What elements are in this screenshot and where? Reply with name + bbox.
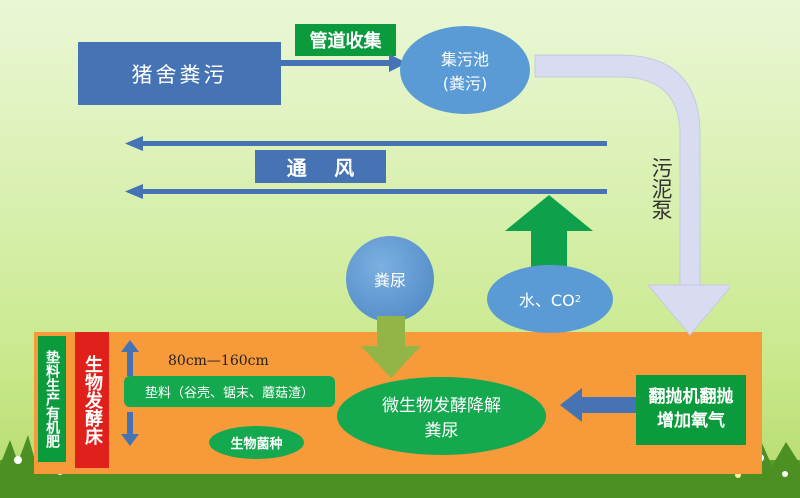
sewage-pool-circle: 集污池 (粪污) bbox=[400, 26, 530, 114]
microbe-decompose-text: 微生物发酵降解 bbox=[382, 396, 501, 416]
pipe-collect-text: 管道收集 bbox=[309, 31, 382, 52]
sludge-pump-arrow bbox=[534, 54, 730, 336]
manure-label: 粪尿 bbox=[373, 271, 406, 290]
turner-text: 翻抛机翻抛 bbox=[648, 387, 734, 408]
pigsty-to-pool-arrow bbox=[281, 54, 407, 72]
pigsty-box: 猪舍粪污 bbox=[78, 42, 281, 105]
ventilation-arrows bbox=[125, 136, 607, 199]
pipe-collect-label: 管道收集 bbox=[295, 24, 396, 56]
bedding-material-text: 垫料（谷壳、锯末、蘑菇渣） bbox=[144, 386, 314, 401]
ventilation-char-2: 风 bbox=[334, 156, 355, 180]
sludge-pump-label: 污泥泵 bbox=[648, 140, 674, 236]
bedding-fertilizer-label: 垫料生产有机肥 bbox=[38, 336, 66, 462]
depth-down-arrow bbox=[121, 412, 139, 446]
sewage-pool-sublabel: (粪污) bbox=[442, 74, 488, 93]
pigsty-label: 猪舍粪污 bbox=[131, 62, 228, 87]
bedding-material-box: 垫料（谷壳、锯末、蘑菇渣） bbox=[124, 376, 335, 407]
sewage-pool-label: 集污池 bbox=[440, 50, 489, 69]
microbe-decompose-ellipse: 微生物发酵降解 粪尿 bbox=[337, 377, 546, 455]
ventilation-label: 通 风 bbox=[255, 150, 386, 183]
manure-circle: 粪尿 bbox=[346, 236, 434, 322]
turner-to-microbe-arrow bbox=[560, 388, 636, 422]
depth-text: 80cm—160cm bbox=[168, 353, 269, 369]
bio-strain-ellipse: 生物菌种 bbox=[209, 426, 304, 459]
bedding-fertilizer-text: 垫料生产有机肥 bbox=[44, 350, 60, 448]
turner-box: 翻抛机翻抛 增加氧气 bbox=[636, 375, 746, 445]
bio-bed-label: 生物发酵床 bbox=[75, 332, 109, 468]
depth-up-arrow bbox=[121, 340, 139, 376]
sludge-pump-text: 污泥泵 bbox=[649, 156, 673, 220]
turner-subtext: 增加氧气 bbox=[657, 411, 725, 431]
bio-strain-text: 生物菌种 bbox=[230, 437, 283, 452]
microbe-decompose-subtext: 粪尿 bbox=[424, 421, 459, 441]
ventilation-char-1: 通 bbox=[286, 156, 307, 180]
co2-subscript: 2 bbox=[574, 293, 582, 305]
bio-bed-text: 生物发酵床 bbox=[82, 355, 103, 445]
water-co2-label: 水、CO bbox=[518, 291, 575, 310]
manure-down-arrow bbox=[361, 316, 421, 378]
water-co2-up-arrow bbox=[505, 195, 593, 273]
